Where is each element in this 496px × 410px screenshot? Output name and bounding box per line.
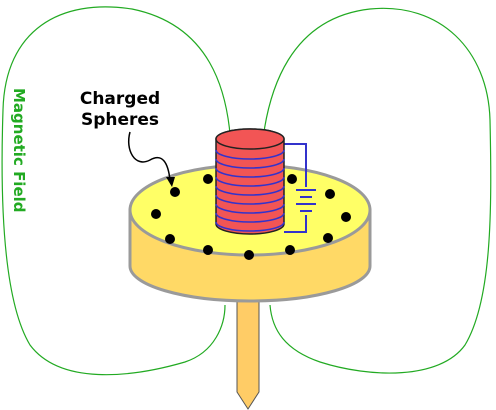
sphere <box>170 187 180 197</box>
coil-top <box>215 128 285 150</box>
sphere <box>203 245 213 255</box>
coil-windings <box>215 149 285 232</box>
coil <box>215 128 285 235</box>
charged-spheres-pointer <box>128 131 171 181</box>
sphere <box>285 245 295 255</box>
sphere <box>323 233 333 243</box>
battery-circuit <box>284 143 316 233</box>
sphere <box>151 209 161 219</box>
magnetic-field-label: Magnetic Field <box>10 88 28 213</box>
charged-spheres-label-line1: Charged <box>80 89 160 109</box>
charged-spheres-arrowhead <box>166 177 175 187</box>
field-line-right <box>261 7 492 374</box>
field-line-left <box>1 6 232 376</box>
axle <box>236 297 260 410</box>
sphere <box>287 174 297 184</box>
sphere <box>203 174 213 184</box>
sphere <box>165 234 175 244</box>
charged-spheres <box>151 174 351 260</box>
charged-spheres-label-line2: Spheres <box>81 110 159 130</box>
sphere <box>341 212 351 222</box>
sphere <box>325 189 335 199</box>
sphere <box>244 250 254 260</box>
